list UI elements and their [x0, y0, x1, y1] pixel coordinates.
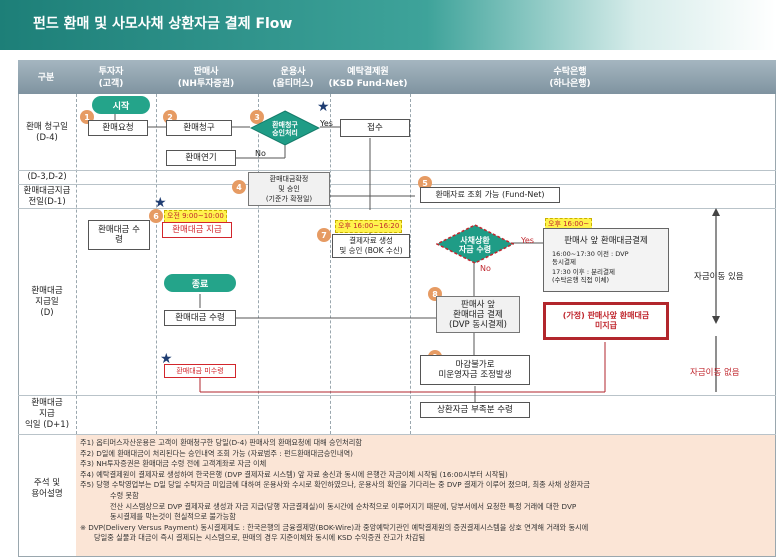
confirm-box: 환매대금확정 및 승인 (기준가 확정일) — [248, 172, 330, 206]
row-label-d4: 환매 청구일 (D-4) — [26, 122, 68, 143]
unreceived-box: 환매대금 미수령 — [164, 364, 236, 378]
col-header-manager: 운용사 (옵티머스) — [272, 67, 314, 89]
bond-receive-box: 상환자금 부족분 수령 — [420, 402, 530, 418]
bank-settle-title: 판매사 앞 환매대금결제 — [564, 236, 648, 246]
col-divider — [76, 94, 77, 434]
step-7-marker: 7 — [317, 228, 331, 242]
note-line: 주1) 옵티머스자산운용은 고객이 환매청구한 당일(D-4) 판매사의 환매요… — [80, 438, 363, 447]
dvp-settle-box: 판매사 앞 환매대금 결제 (DVP 동시결제) — [436, 296, 520, 333]
note-line: ※ DVP(Delivery Versus Payment) 동시결제제도 : … — [80, 522, 589, 532]
col-divider — [156, 94, 157, 434]
title-banner — [0, 0, 776, 50]
step-3-marker: 3 — [250, 110, 264, 124]
row-label-d1-after: 환매대금 지급 익일 (D+1) — [24, 398, 70, 430]
row-divider — [18, 184, 776, 185]
approval-label: 환매청구 승인처리 — [272, 121, 298, 137]
settlement-gen-box: 결제자료 생성 및 승인 (BOK 수신) — [332, 234, 410, 258]
lookup-box: 환매자료 조회 가능 (Fund-Net) — [420, 187, 560, 203]
row-divider — [18, 395, 776, 396]
provisional-unpaid-box: (가정) 판매사앞 환매대금 미지급 — [543, 302, 669, 340]
star-icon: ★ — [154, 195, 167, 211]
notes-list: 주1) 옵티머스자산운용은 고객이 환매청구한 당일(D-4) 판매사의 환매요… — [80, 438, 772, 544]
row-label-notes: 주석 및 용어설명 — [31, 478, 63, 499]
col-divider — [258, 94, 259, 434]
customer-receive-box: 환매대금 수 령 — [88, 220, 150, 250]
private-bond-label: 사채상환 자금 수령 — [458, 236, 492, 254]
redemption-request-box: 환매요청 — [88, 120, 148, 136]
col-divider — [410, 94, 411, 434]
col-header-seller: 판매사 (NH투자증권) — [177, 67, 235, 89]
row-divider — [18, 170, 776, 171]
notes-area — [76, 435, 775, 556]
arrowhead — [712, 208, 720, 216]
bank-settle-rule-2: 17:30 이후 : 분리결제 (수탁은행 직접 이체) — [552, 268, 616, 284]
step-5-marker: 5 — [418, 176, 432, 190]
cutoff-box: 마감불가로 미운영자금 조정발생 — [420, 355, 530, 385]
note-line: 주2) D일에 환매대금이 처리된다는 승인내역 조회 가능 (자료범주 : 펀… — [80, 448, 353, 458]
redemption-postpone-box: 환매연기 — [166, 150, 236, 166]
yes-label-1: Yes — [320, 119, 333, 128]
star-icon: ★ — [317, 99, 330, 115]
note-line: 수령 못함 — [110, 490, 139, 500]
private-bond-diamond — [436, 224, 514, 264]
col-header-category: 구분 — [37, 73, 55, 83]
no-label-1: No — [255, 149, 266, 158]
note-line: 전산 시스템상으로 DVP 결제자료 생성과 자금 지급(당행 자금결제실)이 … — [110, 501, 577, 511]
star-icon: ★ — [160, 351, 173, 367]
approval-diamond — [250, 110, 320, 146]
row-label-d1: 환매대금지급 전일(D-1) — [23, 186, 71, 207]
row-label-d: 환매대금 지급일 (D) — [31, 286, 63, 318]
note-line: 당일중 실물과 대금이 즉시 결제되는 시스템으로, 판매의 경우 지준이체와 … — [94, 533, 426, 543]
sales-receive-box: 환매대금 수령 — [164, 310, 236, 326]
col-header-investor: 투자자 (고객) — [98, 67, 124, 89]
row-divider — [18, 208, 776, 209]
bank-settle-rule-1: 16:00~17:30 이전 : DVP 동시결제 — [552, 250, 629, 266]
customer-pay-box: 환매대금 지급 — [162, 222, 232, 238]
note-line: 동시결제를 막는것이 현실적으로 불가능함 — [110, 512, 236, 522]
receipt-box: 접수 — [340, 119, 410, 137]
no-label-2: No — [480, 264, 491, 273]
col-header-bank: 수탁은행 (하나은행) — [549, 67, 591, 89]
arrowhead — [712, 316, 720, 324]
yes-label-2: Yes — [521, 236, 534, 245]
note-line: 주4) 예탁결제원이 결제자료 생성하여 한국은행 (DVP 결제자료 시스템)… — [80, 469, 508, 479]
row-label-d3d2: (D-3,D-2) — [27, 172, 67, 182]
col-divider — [330, 94, 331, 434]
note-line: 주3) NH투자증권은 환매대금 수령 전에 고객계좌로 자금 이체 — [80, 459, 267, 469]
note-line: 주5) 당행 수탁영업부는 D일 당일 수탁자금 미입금에 대하여 운용사와 수… — [80, 480, 590, 490]
redemption-claim-box: 환매청구 — [166, 120, 232, 136]
step-6-marker: 6 — [149, 209, 163, 223]
start-node: 시작 — [92, 96, 150, 114]
funds-move-no: 자금이동 없음 — [690, 368, 740, 378]
row-divider — [18, 434, 776, 435]
funds-move-yes: 자금이동 있음 — [694, 272, 744, 282]
time-tag-ksd: 오후 16:00~16:20 — [335, 220, 403, 233]
col-header-ksd: 예탁결제원 (KSD Fund-Net) — [328, 67, 408, 89]
end-node: 종료 — [164, 274, 236, 292]
column-header-row — [18, 60, 776, 94]
step-4-marker: 4 — [232, 180, 246, 194]
page-title: 펀드 환매 및 사모사채 상환자금 결제 Flow — [33, 16, 293, 32]
bank-settle-box: 판매사 앞 환매대금결제 16:00~17:30 이전 : DVP 동시결제 1… — [543, 228, 669, 292]
